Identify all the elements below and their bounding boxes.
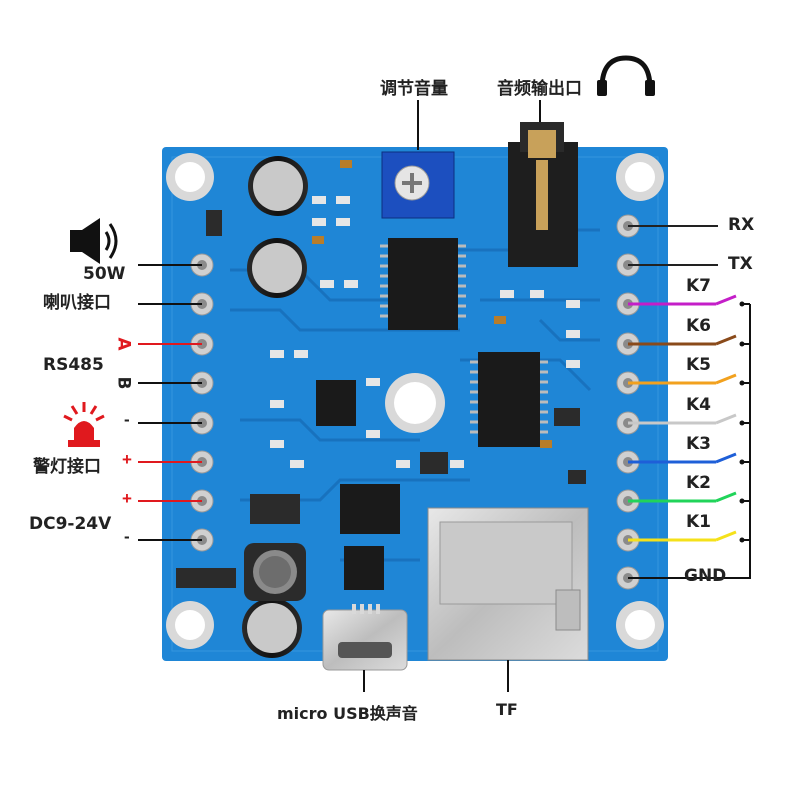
capacitor-3 [242, 598, 302, 658]
mounting-holes [166, 153, 664, 649]
pin-label-k1: K1 [686, 512, 712, 532]
ic-small [344, 546, 384, 590]
dc-plus-sign: + [122, 489, 132, 508]
rs485-b-label: B [113, 376, 134, 390]
ic-rs485 [316, 380, 356, 426]
pin-label-k7: K7 [686, 276, 712, 296]
rs485-a-label: A [113, 337, 134, 351]
switch-k5 [715, 373, 737, 385]
headphone-jack [508, 122, 578, 267]
audio-output-label: 音频输出口 [497, 79, 582, 99]
speaker-port-label: 喇叭接口 [43, 293, 111, 313]
switch-k2 [715, 491, 737, 503]
switch-k3 [715, 452, 737, 464]
ic-amplifier [380, 238, 466, 330]
switch-k7 [715, 294, 737, 306]
dc-minus-sign: - [124, 527, 130, 546]
switch-k6 [715, 334, 737, 346]
tf-card-label: TF [496, 700, 518, 719]
volume-adjust-label: 调节音量 [380, 79, 448, 99]
micro-usb-label: micro USB换声音 [277, 704, 418, 723]
left-callout-lines [138, 264, 202, 541]
alarm-plus-sign: + [122, 450, 132, 469]
capacitor-2 [247, 238, 307, 298]
switch-k1 [715, 530, 737, 542]
pin-label-gnd: GND [684, 566, 727, 586]
pin-label-k4: K4 [686, 395, 712, 415]
pin-label-tx: TX [728, 254, 753, 274]
potentiometer [381, 151, 455, 219]
pin-label-k2: K2 [686, 473, 712, 493]
pin-label-rx: RX [728, 215, 755, 235]
ic-controller [470, 352, 548, 447]
alarm-minus-sign: - [124, 410, 130, 429]
alarm-port-label: 警灯接口 [33, 457, 101, 477]
speaker-icon [70, 218, 118, 264]
ic-regulator [340, 484, 400, 534]
headphones-icon [597, 55, 655, 96]
pin-label-k6: K6 [686, 316, 712, 336]
speaker-power-label: 50W [83, 264, 126, 284]
dc-voltage-label: DC9-24V [29, 514, 112, 534]
inductor [244, 543, 306, 601]
right-wire-group [628, 225, 751, 579]
switch-k4 [715, 413, 737, 425]
pin-label-k5: K5 [686, 355, 712, 375]
pin-label-k3: K3 [686, 434, 712, 454]
gnd-bus-line [628, 304, 751, 579]
tf-card-slot [427, 507, 589, 661]
rs485-label: RS485 [43, 355, 104, 375]
micro-usb-port [322, 604, 408, 671]
capacitor-1 [248, 156, 308, 216]
alarm-light-icon [63, 402, 105, 447]
